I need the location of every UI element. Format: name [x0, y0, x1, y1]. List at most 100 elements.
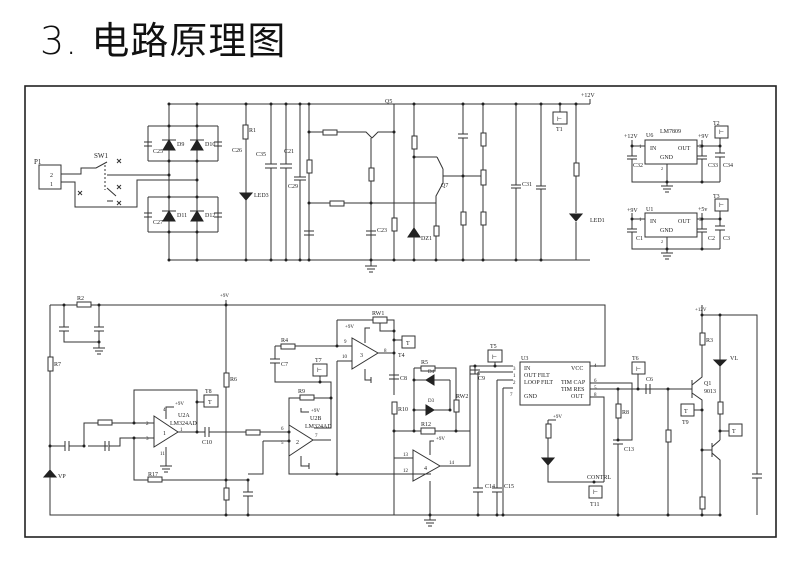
wires-p1 [61, 161, 197, 208]
label-vp: VP [58, 474, 66, 480]
u2b-power [300, 408, 310, 469]
u3-pin-outfilt: OUT FILT [524, 373, 550, 379]
t5-glyph: ⊢ [492, 354, 497, 361]
label-led-supply: +9V [553, 415, 562, 420]
label-c25: C25 [153, 149, 163, 155]
u2a-ground [160, 447, 172, 473]
u2a-pin4: 4 [163, 408, 166, 413]
u3-right-wires [590, 382, 668, 515]
testpoint-t9[interactable] [680, 403, 695, 417]
label-r4: R4 [281, 338, 288, 344]
label-c26: C26 [232, 148, 242, 154]
u2a-pin1: 1 [180, 428, 183, 433]
label-c21: C21 [284, 149, 294, 155]
diode-d3 [425, 404, 435, 416]
label-c13: C13 [624, 447, 634, 453]
resistor-mid [368, 167, 375, 182]
label-9v-top: +9V [220, 294, 229, 299]
u2d-supply: +9V [436, 437, 445, 442]
label-d11: D11 [177, 213, 187, 219]
label-r7: R7 [54, 362, 61, 368]
opamp-u2c [351, 337, 379, 370]
label-c10: C10 [202, 440, 212, 446]
u3-pin-timcap: TIM CAP [561, 380, 586, 386]
testpoint-t11[interactable] [588, 485, 603, 499]
resistor-r-b [480, 132, 487, 147]
label-rw1: RW1 [372, 311, 384, 317]
caps-c31 [511, 184, 546, 190]
u3-pin4-num: 4 [594, 364, 597, 369]
diode-d9 [162, 139, 176, 151]
connector-p1 [38, 164, 62, 190]
u1-pin1: 1 [639, 218, 642, 223]
label-c23: C23 [377, 228, 387, 234]
label-12v-q1: +12V [695, 308, 707, 313]
label-r2: R2 [77, 296, 84, 302]
label-c3: C3 [723, 236, 730, 242]
label-p1-pin2: 2 [50, 173, 53, 179]
bridge-caps [144, 141, 222, 218]
bridge-loops [147, 125, 219, 233]
u1-pin2: 2 [661, 239, 663, 244]
label-u1-out: +5v [698, 207, 707, 213]
label-t8: T8 [205, 389, 212, 395]
label-c34: C34 [723, 163, 733, 169]
resistor-top [322, 129, 338, 136]
resistor-led-contrl [545, 423, 552, 439]
testpoint-t8[interactable] [203, 394, 219, 408]
label-r5: R5 [421, 360, 428, 366]
u2b-supply: +9V [311, 409, 320, 414]
resistor-r7 [47, 356, 54, 372]
t9-glyph: T [684, 409, 688, 415]
t10-glyph: T [732, 429, 736, 435]
zener-dz1 [407, 227, 421, 238]
label-p1-pin1: 1 [50, 182, 53, 188]
label-t4: T4 [398, 353, 405, 359]
testpoint-t4[interactable] [401, 335, 416, 349]
label-q1-part: 9013 [704, 389, 716, 395]
u1-caps [627, 225, 725, 233]
cap-right [458, 133, 468, 139]
u2d-pin14: 14 [449, 461, 455, 466]
title-number: 3. [40, 19, 79, 63]
testpoint-t2[interactable] [714, 125, 729, 139]
u3-pin-out: OUT [571, 394, 584, 400]
label-u6: U6 [646, 133, 653, 139]
u2d-pin13: 13 [403, 453, 409, 458]
resistor-zener [411, 135, 418, 150]
resistor-r10 [391, 401, 398, 415]
diode-d11 [162, 210, 176, 222]
led-led1 [568, 213, 584, 222]
label-c27: C27 [153, 220, 163, 226]
u2b-unit: 2 [296, 440, 299, 446]
label-d12: D12 [205, 213, 215, 219]
resistor-r12 [420, 427, 436, 435]
label-d3: D3 [428, 399, 435, 404]
u6-body [644, 139, 698, 165]
testpoint-t1[interactable] [552, 111, 568, 125]
u6-pin2: 2 [661, 166, 663, 171]
label-c35: C35 [256, 152, 266, 158]
u6-out-text: OUT [678, 146, 691, 152]
label-c8: C8 [400, 376, 407, 382]
switch-no-connect-marks [77, 158, 122, 206]
contrl-led-wire [547, 419, 604, 483]
label-u6-in: +12V [624, 134, 638, 140]
label-d4: D4 [428, 370, 435, 375]
u1-out-text: OUT [678, 219, 691, 225]
schematic-frame [24, 85, 777, 538]
resistor-vl [717, 401, 724, 415]
potentiometer-rw2[interactable] [453, 399, 460, 413]
u2a-wires [133, 389, 226, 481]
led-vl [712, 359, 728, 367]
label-p1: P1 [34, 158, 42, 166]
resistor-r17 [147, 476, 163, 483]
resistor-left [306, 159, 313, 174]
testpoint-t3[interactable] [714, 198, 729, 212]
testpoint-t10[interactable] [728, 423, 743, 437]
diode-bars [162, 139, 204, 212]
label-c2: C2 [708, 236, 715, 242]
potentiometer-rw1[interactable] [372, 316, 388, 324]
u6-in-text: IN [650, 146, 657, 152]
resistor-r6 [223, 372, 230, 388]
